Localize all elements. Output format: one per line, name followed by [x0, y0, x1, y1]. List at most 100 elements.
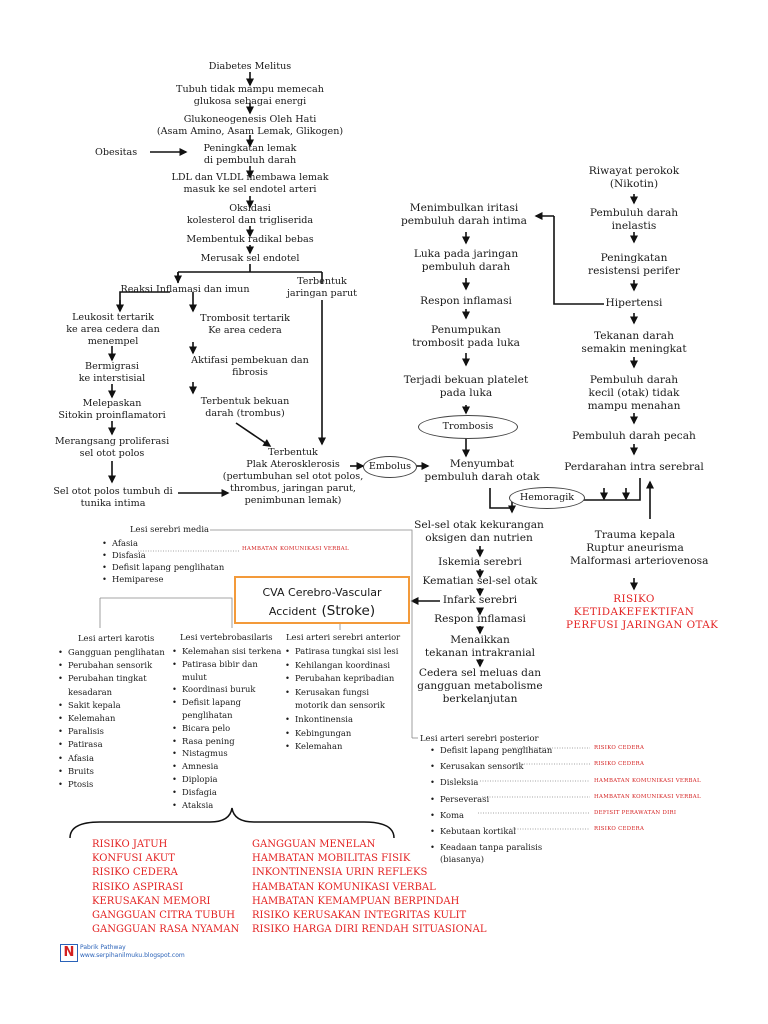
list-item: Kelemahan sisi terkena	[170, 645, 281, 658]
diagnosis-item: GANGGUAN RASA NYAMAN	[92, 924, 240, 936]
list-item: Hemiparese	[100, 573, 224, 585]
node-perdarahan-intra-serebral: Perdarahan intra serebral	[564, 461, 704, 473]
list-item-continuation: penglihatan	[182, 709, 233, 720]
lesi-vertebrobasilaris-title: Lesi vertebrobasilaris	[180, 632, 273, 642]
list-item: Amnesia	[170, 760, 281, 773]
diagnosis-item: RISIKO JATUH	[92, 839, 168, 850]
list-item: Kelemahan	[283, 740, 398, 754]
list-item: Defisit lapang penglihatan	[428, 742, 552, 758]
diagnosis-item: KERUSAKAN MEMORI	[92, 895, 211, 907]
diagnosis-item: RISIKO ASPIRASI	[92, 881, 184, 893]
lesi-vertebrobasilaris-list: Kelemahan sisi terkena Patirasa bibir da…	[170, 645, 281, 811]
tag-hambatan-komunikasi: HAMBATAN KOMUNIKASI VERBAL	[242, 546, 349, 552]
list-item: Defisit lapang	[170, 696, 281, 709]
list-item-continuation: kesadaran	[68, 686, 113, 697]
list-item: Afasia	[56, 752, 165, 765]
node-radikal-bebas: Membentuk radikal bebas	[186, 234, 314, 245]
node-trombosis: Trombosis	[418, 415, 518, 439]
cva-subtitle: Accident (Stroke)	[268, 603, 376, 619]
lesi-karotis-list: Gangguan penglihatan Perubahan sensorik …	[56, 646, 165, 791]
list-item: Gangguan penglihatan	[56, 646, 165, 659]
node-glukoneogenesis: Glukoneogenesis Oleh Hati(Asam Amino, As…	[156, 114, 344, 137]
node-hipertensi: Hipertensi	[605, 297, 663, 309]
list-item: Afasia	[100, 537, 224, 549]
list-item: Disleksia	[428, 774, 552, 790]
lesi-posterior-title: Lesi arteri serebri posterior	[420, 733, 539, 743]
tag-risiko-cedera: RISIKO CEDERA	[594, 826, 645, 832]
diagnosis-list-left: RISIKO JATUH KONFUSI AKUT RISIKO CEDERA …	[92, 838, 239, 937]
tag-hambatan-komunikasi: HAMBATAN KOMUNIKASI VERBAL	[594, 778, 701, 784]
list-item: Kehilangan koordinasi	[283, 659, 398, 673]
diagnosis-item: RISIKO HARGA DIRI RENDAH SITUASIONAL	[252, 924, 487, 936]
tag-risiko-cedera: RISIKO CEDERA	[594, 761, 645, 767]
list-item: Ataksia	[170, 799, 281, 812]
node-merusak-endotel: Merusak sel endotel	[200, 253, 300, 264]
list-item: Rasa pening	[170, 735, 281, 748]
list-item: Disfasia	[100, 549, 224, 561]
lesi-anterior-title: Lesi arteri serebri anterior	[286, 632, 401, 642]
lesi-serebri-media-title: Lesi serebri media	[130, 524, 210, 534]
cva-stroke-box: CVA Cerebro-Vascular Accident (Stroke)	[234, 576, 410, 624]
lesi-anterior-list: Patirasa tungkai sisi lesi Kehilangan ko…	[283, 645, 398, 754]
diagnosis-item: RISIKO CEDERA	[92, 867, 178, 879]
lesi-karotis-title: Lesi arteri karotis	[78, 633, 155, 643]
list-item: Defisit lapang penglihatan	[100, 561, 224, 573]
node-reaksi-inflamasi: Reaksi Inflamasi dan imun	[120, 284, 250, 295]
tag-hambatan-komunikasi: HAMBATAN KOMUNIKASI VERBAL	[594, 794, 701, 800]
diagnosis-item: HAMBATAN KOMUNIKASI VERBAL	[252, 881, 436, 893]
list-item-continuation: mulut	[182, 671, 207, 682]
list-item: Perseverasi	[428, 791, 552, 807]
node-infark-serebri: Infark serebri	[442, 594, 518, 606]
node-kematian-sel-otak: Kematian sel-sel otak	[422, 575, 538, 587]
node-hemoragik: Hemoragik	[509, 487, 585, 509]
list-item: Kebutaan kortikal	[428, 823, 552, 839]
list-item: Patirasa	[56, 738, 165, 751]
diagnosis-item: KONFUSI AKUT	[92, 853, 175, 865]
list-item-continuation: (biasanya)	[440, 854, 484, 865]
list-item: Kerusakan fungsi	[283, 686, 398, 700]
list-item: Diplopia	[170, 773, 281, 786]
node-respon-inflamasi-2: Respon inflamasi	[434, 613, 526, 625]
diagnosis-item: GANGGUAN CITRA TUBUH	[92, 910, 236, 922]
list-item: Nistagmus	[170, 747, 281, 760]
node-iskemia-serebri: Iskemia serebri	[438, 556, 522, 568]
list-item: Disfagia	[170, 786, 281, 799]
node-riwayat-perokok: Riwayat perokok(Nikotin)	[588, 165, 680, 190]
list-item: Koordinasi buruk	[170, 683, 281, 696]
diagnosis-item: HAMBATAN MOBILITAS FISIK	[252, 853, 411, 865]
list-item: Inkontinensia	[283, 713, 398, 727]
list-item: Perubahan sensorik	[56, 659, 165, 672]
list-item: Kebingungan	[283, 727, 398, 741]
diagnosis-item: HAMBATAN KEMAMPUAN BERPINDAH	[252, 895, 460, 907]
list-item: Ptosis	[56, 778, 165, 791]
list-item: Patirasa tungkai sisi lesi	[283, 645, 398, 659]
diagnosis-item: GANGGUAN MENELAN	[252, 839, 376, 850]
list-item: Paralisis	[56, 725, 165, 738]
list-item: Perubahan tingkat	[56, 672, 165, 685]
node-embolus: Embolus	[363, 456, 417, 478]
tag-risiko-cedera: RISIKO CEDERA	[594, 745, 645, 751]
list-item: Kerusakan sensorik	[428, 758, 552, 774]
pabrik-pathway-logo: N	[60, 944, 78, 962]
list-item: Bruits	[56, 765, 165, 778]
